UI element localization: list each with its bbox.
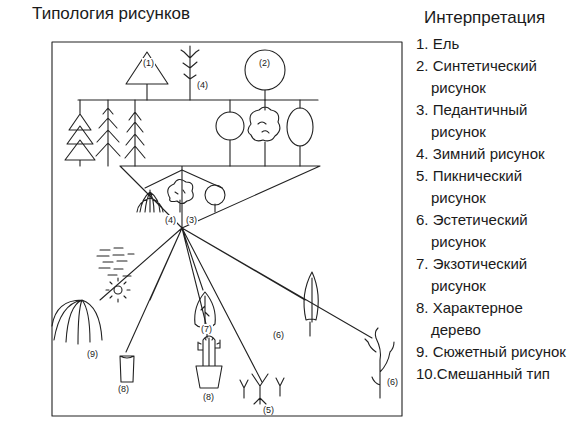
list-item: 4. Зимний рисунок: [416, 143, 576, 165]
list-item: 1. Ель: [416, 33, 576, 55]
oval-tree: [287, 108, 313, 146]
list-item: 2. Синтетический рисунок: [416, 55, 576, 99]
trunk: [229, 100, 230, 166]
callout-number: (9): [86, 349, 99, 359]
triangle-tree: [126, 52, 168, 100]
stump-cup: [120, 356, 134, 382]
round-tree: [216, 112, 244, 140]
circle-tree: [245, 50, 285, 90]
callout-number: (6): [272, 330, 285, 340]
stacked-spruce: [65, 100, 95, 166]
frame: [52, 42, 402, 416]
list-item: 7. Экзотический рисунок: [416, 253, 576, 297]
picnic-forks: [240, 374, 284, 404]
callout-number: (5): [262, 405, 275, 415]
callout-number: (6): [386, 377, 399, 387]
leaf: [304, 272, 318, 336]
list-item: 10.Смешанный тип: [416, 363, 576, 385]
callout-number: (3): [185, 215, 198, 225]
callout-number: (1): [142, 58, 155, 68]
callout-number: (8): [117, 384, 130, 394]
list-item: 8. Характерное дерево: [416, 297, 576, 341]
title: Типология рисунков: [32, 4, 190, 24]
list-item: 9. Сюжетный рисунок: [416, 341, 576, 363]
list-item: 6. Эстетический рисунок: [416, 209, 576, 253]
callout-number: (4): [164, 215, 177, 225]
sun: [114, 286, 122, 294]
willow: [137, 190, 163, 212]
fan-lines: [100, 228, 372, 382]
cloud-tree: [248, 100, 280, 166]
callout-number: (4): [196, 80, 209, 90]
bushy-tree: [168, 179, 193, 212]
spruce: [96, 100, 120, 166]
stem: [264, 90, 265, 100]
exotic-plant: [195, 292, 216, 338]
trunk: [299, 100, 300, 166]
round-tree: [205, 185, 225, 205]
rain-dashes: [97, 248, 134, 276]
interpretation-list: 1. Ель2. Синтетический рисунок3. Педанти…: [416, 33, 576, 385]
callout-number: (8): [202, 392, 215, 402]
list-item: 3. Педантичный рисунок: [416, 99, 576, 143]
connector-lines: [120, 166, 320, 228]
bar: [78, 99, 318, 100]
list-heading: Интерпретация: [424, 8, 545, 28]
list-item: 5. Пикнический рисунок: [416, 165, 576, 209]
sun-rays: [106, 278, 130, 302]
weeping-willow: [52, 300, 102, 344]
potted-cactus: [196, 336, 222, 388]
fir: [125, 100, 145, 166]
twig-plant: [181, 46, 199, 100]
callout-number: (7): [200, 324, 213, 334]
callout-number: (2): [258, 58, 271, 68]
bare-branches: [365, 328, 394, 398]
roof: [145, 170, 222, 188]
